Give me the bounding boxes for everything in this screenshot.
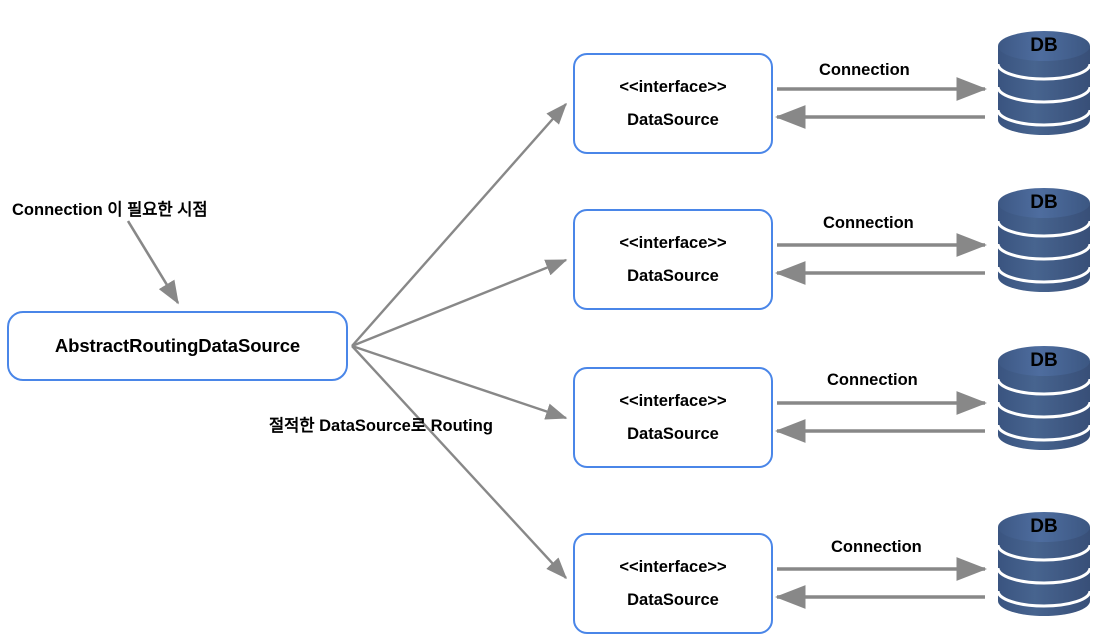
connection-arrows-3 [774, 391, 988, 443]
db-label-1: DB [1030, 35, 1058, 56]
datasource-node-1[interactable]: <<interface>> DataSource [573, 53, 773, 154]
annotation-routing-note: 절적한 DataSource로 Routing [269, 417, 493, 435]
connection-arrows-1 [774, 77, 988, 129]
datasource-stereotype-2: <<interface>> [619, 233, 727, 252]
datasource-node-2[interactable]: <<interface>> DataSource [573, 209, 773, 310]
annotation-arrow-connection-needed [126, 220, 180, 305]
connection-label-1: Connection [819, 61, 910, 79]
datasource-stereotype-4: <<interface>> [619, 557, 727, 576]
datasource-name-3: DataSource [627, 424, 719, 443]
datasource-node-4[interactable]: <<interface>> DataSource [573, 533, 773, 634]
datasource-name-1: DataSource [627, 110, 719, 129]
connection-arrows-2 [774, 233, 988, 285]
db-label-2: DB [1030, 192, 1058, 213]
datasource-stereotype-1: <<interface>> [619, 77, 727, 96]
datasource-name-4: DataSource [627, 590, 719, 609]
connection-arrows-4 [774, 557, 988, 609]
connection-label-3: Connection [827, 371, 918, 389]
abstract-routing-datasource-node[interactable]: AbstractRoutingDataSource [7, 311, 348, 381]
db-label-3: DB [1030, 350, 1058, 371]
datasource-node-3[interactable]: <<interface>> DataSource [573, 367, 773, 468]
routing-fanout-arrows [351, 102, 568, 580]
annotation-connection-needed: Connection 이 필요한 시점 [12, 201, 208, 219]
connection-label-2: Connection [823, 214, 914, 232]
db-label-4: DB [1030, 516, 1058, 537]
connection-label-4: Connection [831, 538, 922, 556]
datasource-stereotype-3: <<interface>> [619, 391, 727, 410]
abstract-routing-datasource-label: AbstractRoutingDataSource [54, 335, 301, 356]
datasource-name-2: DataSource [627, 266, 719, 285]
